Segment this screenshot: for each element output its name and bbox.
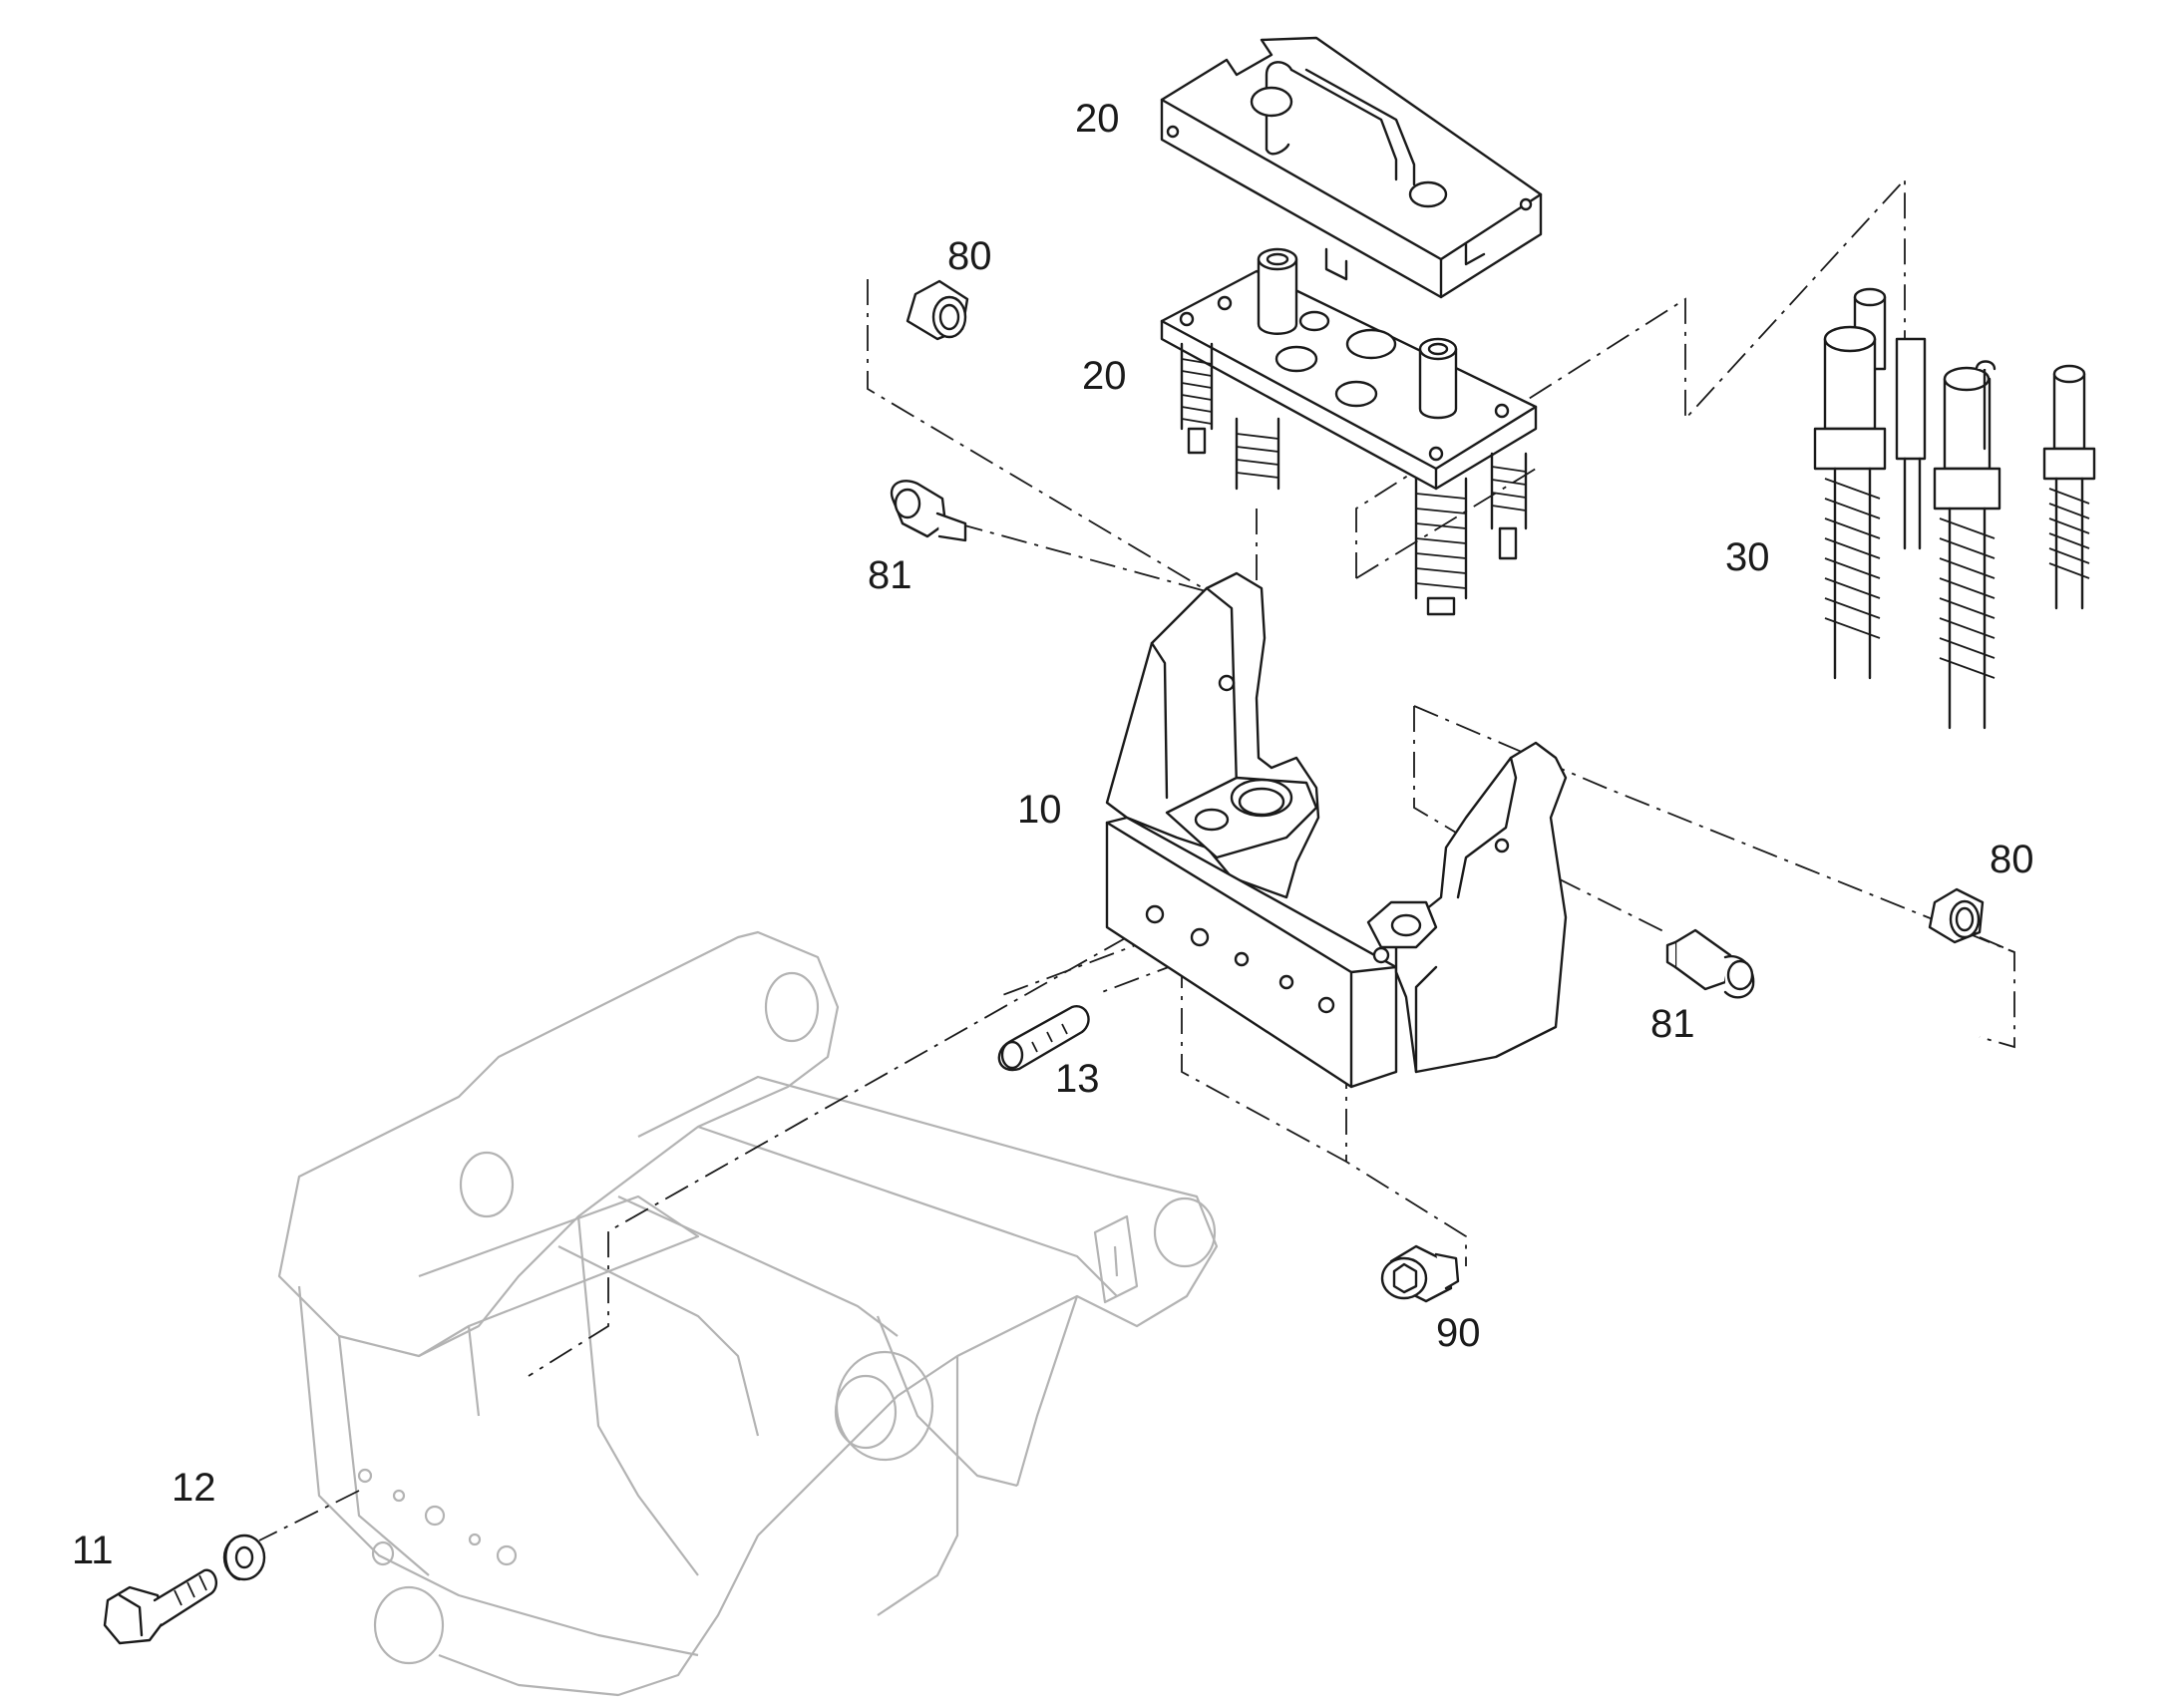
coupler-housing-part — [1105, 571, 1568, 1089]
dowel-pin-part — [997, 1005, 1090, 1072]
callout-30: 30 — [1725, 535, 1770, 579]
callout-81-right: 81 — [1650, 1002, 1695, 1046]
callout-80-top: 80 — [947, 234, 992, 278]
callout-13: 13 — [1055, 1057, 1100, 1101]
screw-plug-part — [1380, 1244, 1460, 1303]
sleeve-part-top — [906, 279, 969, 341]
callout-90: 90 — [1436, 1311, 1481, 1355]
callout-20-mid: 20 — [1082, 354, 1127, 398]
callout-10: 10 — [1017, 788, 1062, 832]
bucket-frame-outline — [277, 930, 1219, 1697]
sleeve-part-right — [1928, 887, 1985, 944]
hose-assembly-part — [1813, 287, 2096, 730]
callout-12: 12 — [172, 1466, 216, 1510]
socket-screw-top — [890, 480, 967, 542]
callout-81-top: 81 — [868, 553, 912, 597]
hex-bolt-part — [103, 1568, 218, 1645]
callout-80-right: 80 — [1990, 838, 2034, 881]
coupling-plate-part — [1160, 247, 1538, 616]
valve-springs — [1180, 342, 1528, 616]
cover-plate-part — [1160, 36, 1543, 299]
socket-screw-right — [1665, 928, 1755, 999]
washer-part — [222, 1534, 266, 1581]
callout-20-top: 20 — [1075, 97, 1120, 141]
callout-11: 11 — [72, 1529, 114, 1572]
callout-labels: 20 80 20 81 30 10 80 81 13 90 12 11 — [72, 97, 2034, 1572]
